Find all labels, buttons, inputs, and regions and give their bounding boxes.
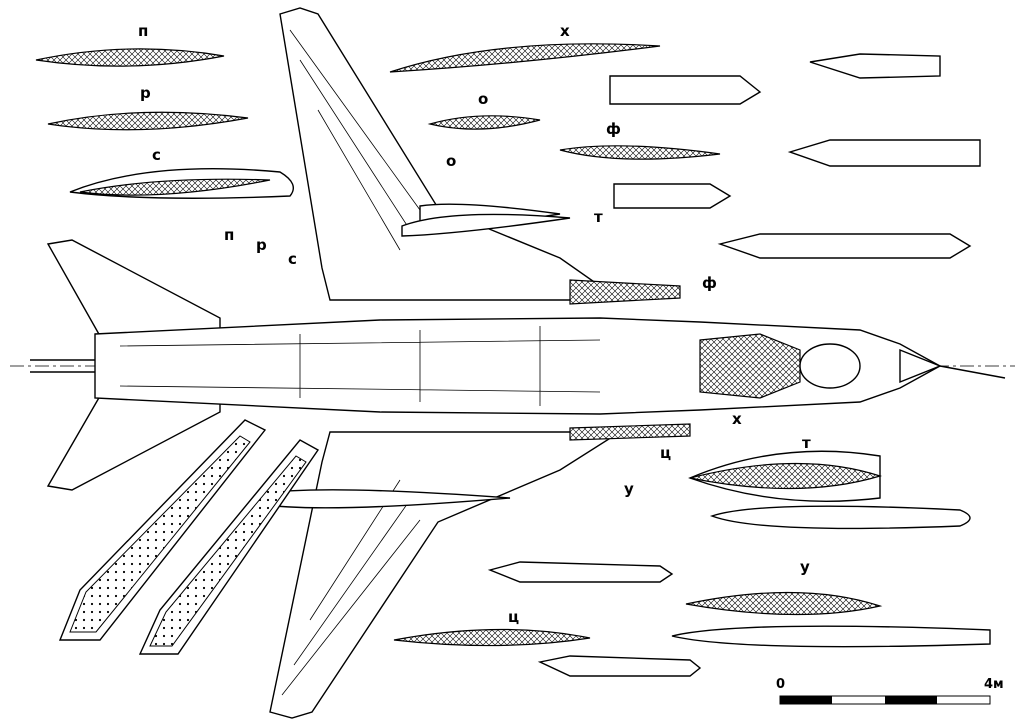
label-p: п	[224, 226, 234, 244]
aircraft-planform	[30, 7, 1006, 719]
stores-right	[393, 53, 991, 677]
label-s: с	[288, 250, 297, 268]
label-p-top: п	[138, 22, 148, 40]
label-r-top: р	[140, 84, 151, 102]
label-ts: ц	[660, 444, 671, 462]
label-u-right: у	[800, 558, 810, 576]
label-o: о	[446, 152, 456, 170]
label-f-top: ф	[606, 120, 621, 138]
label-o-top: о	[478, 90, 488, 108]
label-r: р	[256, 236, 267, 254]
rocket-pods	[58, 419, 320, 655]
profiles-center	[389, 43, 762, 209]
label-u: у	[624, 480, 634, 498]
label-kh: х	[732, 410, 742, 428]
label-ts-bottom: ц	[508, 608, 519, 626]
label-t-right: т	[802, 434, 811, 452]
label-s-top: с	[152, 146, 161, 164]
profiles-left	[35, 48, 294, 199]
label-t: т	[594, 208, 603, 226]
label-f: ф	[702, 274, 717, 292]
letter-labels: п р с п р с х о о ф т ф х ц т у у ц	[138, 22, 811, 626]
scale-bar: 0 4м	[776, 677, 1004, 705]
label-kh-top: х	[560, 22, 570, 40]
scale-start: 0	[776, 677, 785, 692]
scale-end: 4м	[984, 677, 1004, 692]
